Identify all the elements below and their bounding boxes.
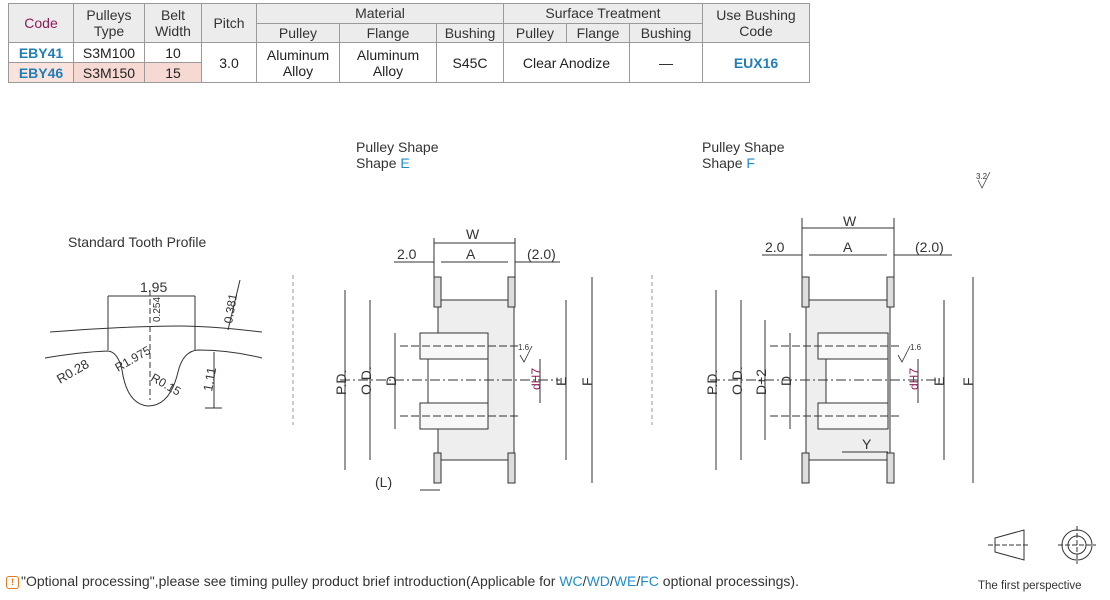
shape-f-dim-w: W xyxy=(843,213,857,229)
tooth-dim-0254: 0.254 xyxy=(152,297,163,322)
note-suffix: optional processings). xyxy=(658,573,799,589)
shape-f-e: E xyxy=(931,377,947,386)
material-flange-value: Aluminum Alloy xyxy=(339,42,437,83)
tooth-dim-0381: 0.381 xyxy=(221,292,240,324)
shape-e-title-line1: Pulley Shape xyxy=(356,139,439,155)
table-row: EBY41 S3M100 10 3.0 Aluminum Alloy Alumi… xyxy=(8,42,810,83)
optional-processing-note: !"Optional processing",please see timing… xyxy=(6,573,799,589)
table-row: EBY46 S3M150 15 xyxy=(8,62,810,83)
shape-f-pd: P.D. xyxy=(704,370,720,395)
header-material-bushing: Bushing xyxy=(436,22,504,43)
surface-value: Clear Anodize xyxy=(503,42,630,83)
tooth-r015: R0.15 xyxy=(149,370,184,398)
material-bushing-value: S45C xyxy=(436,42,504,83)
roughness-top-value: 3.2 xyxy=(976,172,988,181)
tooth-r028: R0.28 xyxy=(54,356,92,386)
shape-e-dim-left: 2.0 xyxy=(397,246,417,262)
tooth-profile-drawing xyxy=(44,279,263,409)
note-fc-link[interactable]: FC xyxy=(640,573,659,589)
shape-e-od: O.D. xyxy=(358,366,374,395)
pitch-value: 3.0 xyxy=(201,42,257,83)
row-type: S3M150 xyxy=(73,62,145,83)
shape-f-d: D xyxy=(778,376,794,386)
shape-f-roughness: 1.6 xyxy=(910,343,922,352)
header-surface-treatment: Surface Treatment xyxy=(503,3,703,24)
header-surface-bushing: Bushing xyxy=(629,22,703,43)
shape-f-title: Pulley Shape Shape F xyxy=(702,139,785,171)
shape-e-roughness: 1.6 xyxy=(518,343,530,352)
header-pitch: Pitch xyxy=(201,3,257,43)
shape-f-prefix: Shape xyxy=(702,155,747,171)
tooth-r1975: R1.975 xyxy=(113,343,154,375)
shape-e-d: D xyxy=(383,376,399,386)
shape-f-title-line2: Shape F xyxy=(702,155,785,171)
note-wc-link[interactable]: WC xyxy=(559,573,583,589)
shape-e-drawing xyxy=(340,238,593,491)
shape-e-dh7: dH7 xyxy=(529,368,543,390)
tooth-profile-title: Standard Tooth Profile xyxy=(68,234,207,250)
shape-f-f: F xyxy=(960,377,976,386)
header-surface-flange: Flange xyxy=(566,22,630,43)
shape-f-dim-right: (2.0) xyxy=(915,239,944,255)
shape-f-dim-a: A xyxy=(843,239,853,255)
header-code: Code xyxy=(8,3,74,43)
shape-f-dim-left: 2.0 xyxy=(765,239,785,255)
shape-e-dim-w: W xyxy=(466,226,480,242)
shape-e-title: Pulley Shape Shape E xyxy=(356,139,439,171)
shape-f-letter: F xyxy=(746,155,755,171)
shape-e-title-line2: Shape E xyxy=(356,155,439,171)
header-material-flange: Flange xyxy=(339,22,437,43)
shape-e-dim-right: (2.0) xyxy=(527,246,556,262)
spec-table: Code Pulleys Type Belt Width Pitch Mater… xyxy=(8,3,810,83)
shape-f-drawing xyxy=(710,218,974,484)
note-wd-link[interactable]: WD xyxy=(586,573,610,589)
shape-e-prefix: Shape xyxy=(356,155,401,171)
header-belt-width: Belt Width xyxy=(144,3,202,43)
shape-f-d2: D+2 xyxy=(753,369,769,395)
note-we-link[interactable]: WE xyxy=(613,573,637,589)
shape-e-dim-l: (L) xyxy=(375,474,392,490)
first-perspective-symbol xyxy=(988,526,1096,564)
bushing-code-value: EUX16 xyxy=(702,42,810,83)
shape-e-letter: E xyxy=(400,155,410,171)
shape-f-od: O.D. xyxy=(729,366,745,395)
shape-e-pd: P.D. xyxy=(333,370,349,395)
shape-f-dim-y: Y xyxy=(862,436,872,452)
header-material: Material xyxy=(256,3,504,24)
row-code: EBY46 xyxy=(8,62,74,83)
row-width: 15 xyxy=(144,62,202,83)
material-pulley-value: Aluminum Alloy xyxy=(256,42,340,83)
header-material-pulley: Pulley xyxy=(256,22,340,43)
tooth-dim-195: 1.95 xyxy=(140,279,167,295)
roughness-symbol-top: 3.2 xyxy=(976,171,991,189)
tooth-dim-111: 1.11 xyxy=(200,366,219,393)
shape-e-f: F xyxy=(579,377,595,386)
shape-f-dh7: dH7 xyxy=(907,368,921,390)
shape-e-dim-a: A xyxy=(466,246,476,262)
shape-f-title-line1: Pulley Shape xyxy=(702,139,785,155)
warning-icon: ! xyxy=(6,576,19,589)
shape-e-e: E xyxy=(553,377,569,386)
header-use-bushing-code: Use Bushing Code xyxy=(702,3,810,43)
first-perspective-label: The first perspective xyxy=(978,580,1082,592)
note-prefix: "Optional processing",please see timing … xyxy=(21,573,560,589)
